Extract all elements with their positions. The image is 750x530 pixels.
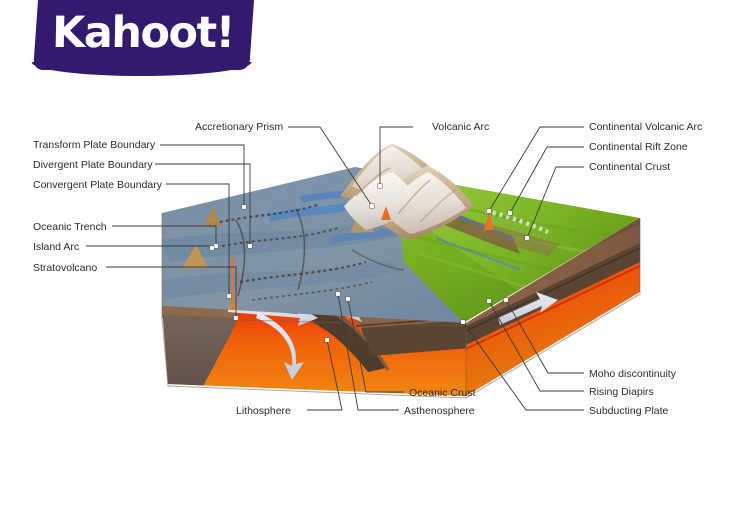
leader-dot-moho-discontinuity (503, 297, 509, 303)
leader-line-convergent-plate-boundary (166, 183, 230, 296)
leader-line-divergent-plate-boundary (155, 163, 251, 246)
ocean-band (162, 260, 400, 300)
label-moho-discontinuity: Moho discontinuity (589, 368, 676, 380)
leader-dot-divergent-plate-boundary (247, 243, 253, 249)
leader-dot-continental-crust (524, 235, 530, 241)
leader-lines (86, 126, 584, 411)
fault-seam (239, 260, 367, 284)
mountain-range (340, 144, 494, 240)
leader-dot-rising-diapirs (486, 298, 492, 304)
label-continental-rift-zone: Continental Rift Zone (589, 141, 688, 153)
label-stratovolcano: Stratovolcano (33, 262, 98, 274)
leader-line-asthenosphere (337, 293, 399, 411)
leader-dot-volcanic-arc (377, 183, 383, 189)
ridge-axis (351, 249, 405, 271)
leader-dot-accretionary-prism (369, 203, 375, 209)
seamount (204, 206, 221, 227)
volcanic-arc-snow (382, 172, 466, 234)
label-oceanic-crust: Oceanic Crust (409, 387, 476, 399)
label-lithosphere: Lithosphere (236, 405, 291, 417)
label-accretionary-prism: Accretionary Prism (195, 121, 284, 133)
leader-dot-convergent-plate-boundary (226, 293, 232, 299)
fault-seam (221, 227, 339, 247)
leader-line-accretionary-prism (288, 126, 373, 207)
leader-dot-asthenosphere (335, 291, 341, 297)
land-striation (419, 252, 535, 292)
leader-dot-oceanic-trench (213, 243, 219, 249)
leader-line-moho-discontinuity (505, 299, 584, 374)
leader-line-oceanic-trench (112, 225, 217, 246)
label-continental-crust: Continental Crust (589, 161, 671, 173)
label-asthenosphere: Asthenosphere (404, 405, 475, 417)
mountain-shade (419, 189, 457, 223)
rift-river-2 (435, 236, 521, 272)
leader-dot-continental-volcanic-arc (486, 208, 492, 214)
ridge-highlight (268, 199, 366, 222)
leader-dot-transform-plate-boundary (241, 204, 247, 210)
leader-dot-lithosphere (324, 337, 330, 343)
label-subducting-plate: Subducting Plate (589, 405, 669, 417)
asth-top-side (466, 265, 640, 350)
leader-line-stratovolcano (106, 266, 237, 318)
ridge-axis (235, 219, 246, 297)
transform-fault-seam (207, 202, 321, 227)
seamount (182, 244, 208, 269)
leader-line-transform-plate-boundary (160, 144, 245, 207)
mountain-shade (397, 179, 431, 215)
leader-dot-subducting-plate (460, 319, 466, 325)
leader-dot-stratovolcano (233, 315, 239, 321)
mountain-shade (355, 167, 391, 197)
leader-dots (209, 183, 530, 343)
label-rising-diapirs: Rising Diapirs (589, 386, 654, 398)
label-oceanic-trench: Oceanic Trench (33, 221, 107, 233)
leader-dot-island-arc (209, 245, 215, 251)
leader-line-volcanic-arc (379, 126, 413, 186)
label-island-arc: Island Arc (33, 241, 80, 253)
fault-seam (251, 281, 373, 301)
label-divergent-plate-boundary: Divergent Plate Boundary (33, 159, 153, 171)
snow-peak (344, 172, 420, 230)
leader-line-continental-crust (526, 166, 584, 239)
label-volcanic-arc: Volcanic Arc (432, 121, 490, 133)
arrow-curve-down (256, 312, 304, 380)
continental-volcano-vent (484, 212, 494, 230)
kahoot-logo-text[interactable]: Kahoot! (51, 8, 235, 58)
leader-line-oceanic-crust (347, 298, 404, 393)
leader-line-lithosphere (307, 339, 343, 411)
leader-line-continental-volcanic-arc (488, 126, 584, 212)
leader-line-subducting-plate (462, 321, 584, 411)
ridge-highlight (330, 226, 400, 244)
volcano-vent (381, 206, 391, 220)
arrow-side (498, 292, 558, 325)
magma-conduit (231, 258, 234, 316)
moho-line-side (466, 247, 640, 332)
leader-dot-oceanic-crust (345, 296, 351, 302)
ocean-band (162, 222, 400, 262)
block-edges (161, 213, 641, 399)
leader-line-continental-rift-zone (509, 146, 584, 214)
mantle-lithosphere-right (360, 318, 466, 356)
arrow-right (228, 306, 318, 326)
label-continental-volcanic-arc: Continental Volcanic Arc (589, 121, 703, 133)
label-transform-plate-boundary: Transform Plate Boundary (33, 139, 156, 151)
leader-dot-continental-rift-zone (507, 210, 513, 216)
ridge-axis (295, 208, 306, 291)
lithosphere-slab-left (162, 306, 236, 392)
label-convergent-plate-boundary: Convergent Plate Boundary (33, 179, 162, 191)
land-striation (413, 234, 567, 276)
leader-line-rising-diapirs (488, 300, 584, 392)
